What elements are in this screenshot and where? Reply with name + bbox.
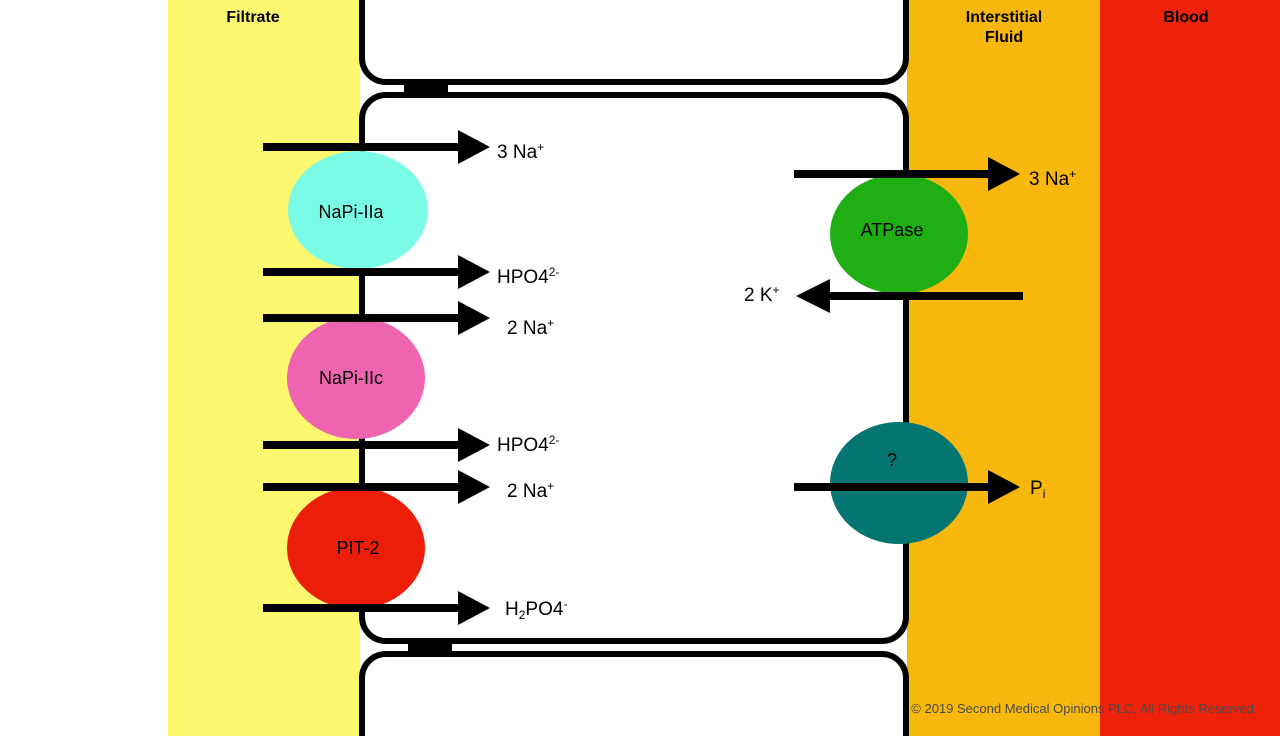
upper-cell xyxy=(359,0,909,85)
copyright-notice: © 2019 Second Medical Opinions PLC. All … xyxy=(911,701,1254,716)
ion-label-h2po4: H2PO4- xyxy=(505,597,567,622)
ion-label-na3-apical: 3 Na+ xyxy=(497,140,544,163)
arrow-pi xyxy=(794,470,1020,504)
blood-region xyxy=(1100,0,1280,736)
pit2-transporter xyxy=(287,487,425,609)
atpase-transporter xyxy=(830,174,968,294)
arrow-hpo4-1 xyxy=(263,255,490,289)
arrow-h2po4 xyxy=(263,591,490,625)
interstitial-fluid-label-line1: Interstitial xyxy=(966,9,1042,26)
blood-label: Blood xyxy=(1163,9,1208,26)
ion-label-na2-2: 2 Na+ xyxy=(507,479,554,502)
interstitial-fluid-label-line2: Fluid xyxy=(985,29,1023,46)
ion-label-pi: Pi xyxy=(1030,478,1045,501)
filtrate-label: Filtrate xyxy=(226,9,279,26)
tight-junction-bottom xyxy=(408,639,452,656)
ion-label-hpo4-2: HPO42- xyxy=(497,433,559,456)
napi-iia-transporter xyxy=(288,151,428,269)
lower-cell xyxy=(359,651,909,736)
unknown-transporter-label: ? xyxy=(887,450,897,470)
ion-label-na3-basal: 3 Na+ xyxy=(1029,167,1076,190)
tight-junction-top xyxy=(404,80,448,97)
arrow-na2-2 xyxy=(263,470,490,504)
interstitial-region xyxy=(907,0,1100,736)
atpase-label: ATPase xyxy=(861,220,924,240)
arrow-na2-1 xyxy=(263,301,490,335)
pit2-label: PIT-2 xyxy=(336,538,379,558)
napi-iic-transporter xyxy=(287,317,425,439)
arrow-na3-basal xyxy=(794,157,1020,191)
arrow-hpo4-2 xyxy=(263,428,490,462)
arrow-na3-apical xyxy=(263,130,490,164)
ion-label-na2-1: 2 Na+ xyxy=(507,316,554,339)
arrow-k2 xyxy=(796,279,1023,313)
napi-iic-label: NaPi-IIc xyxy=(319,368,383,388)
napi-iia-label: NaPi-IIa xyxy=(318,202,384,222)
ion-label-hpo4-1: HPO42- xyxy=(497,265,559,288)
ion-label-k2: 2 K+ xyxy=(744,283,780,306)
